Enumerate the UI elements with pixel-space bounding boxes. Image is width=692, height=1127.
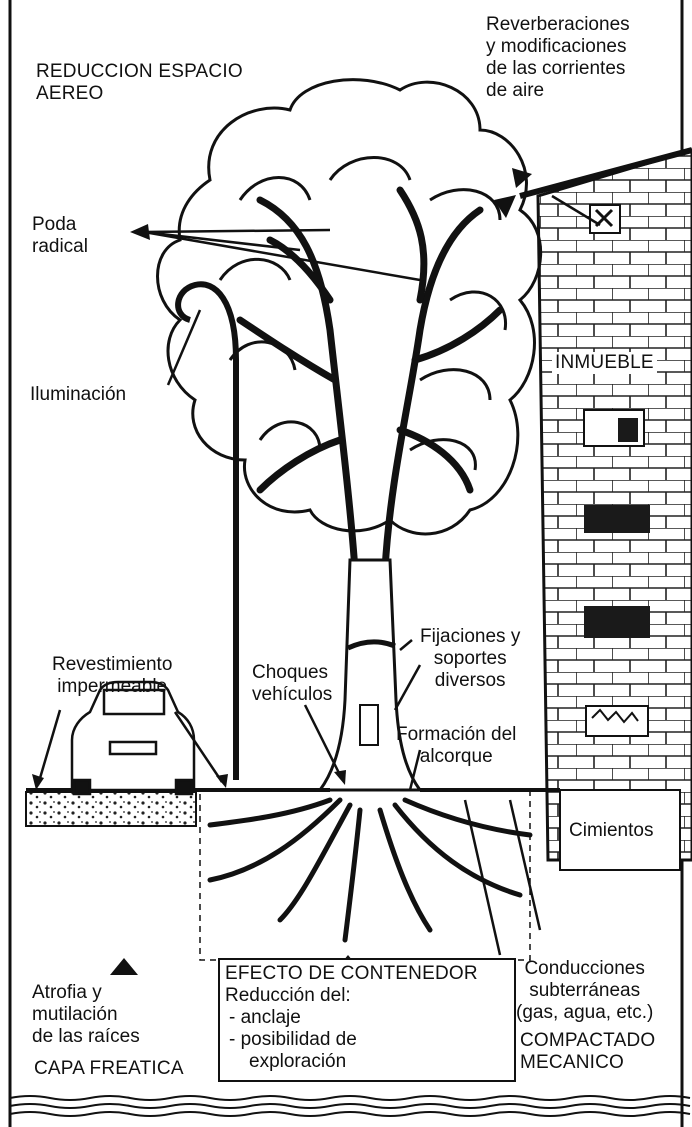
arrowheads xyxy=(32,168,532,975)
label-reverberaciones: Reverberaciones y modificaciones de las … xyxy=(486,14,630,102)
label-line: subterráneas xyxy=(516,980,653,1002)
label-line: INMUEBLE xyxy=(555,352,654,374)
label-line: y modificaciones xyxy=(486,36,630,58)
label-cimientos: Cimientos xyxy=(566,820,656,842)
efecto-item: - anclaje xyxy=(225,1007,509,1029)
label-conducciones-subterraneas: Conducciones subterráneas (gas, agua, et… xyxy=(516,958,653,1024)
label-inmueble: INMUEBLE xyxy=(552,352,657,374)
car xyxy=(72,682,194,794)
label-line: Iluminación xyxy=(30,384,126,406)
pointer-lines xyxy=(38,196,600,955)
label-line: Atrofia y xyxy=(32,982,140,1004)
label-line: COMPACTADO xyxy=(520,1030,655,1052)
label-capa-freatica: CAPA FREATICA xyxy=(34,1058,184,1080)
label-line: REDUCCION ESPACIO xyxy=(36,61,243,83)
label-line: CAPA FREATICA xyxy=(34,1058,184,1080)
label-poda-radical: Poda radical xyxy=(32,214,88,258)
label-line: Formación del xyxy=(396,724,516,746)
tree-crown xyxy=(158,80,541,534)
label-line: Choques xyxy=(252,662,332,684)
label-fijaciones-soportes: Fijaciones y soportes diversos xyxy=(420,626,520,692)
efecto-contenedor-box: EFECTO DE CONTENEDOR Reducción del: - an… xyxy=(218,958,516,1082)
label-line: Fijaciones y xyxy=(420,626,520,648)
efecto-item: - posibilidad de xyxy=(225,1029,509,1051)
label-iluminacion: Iluminación xyxy=(30,384,126,406)
label-line: diversos xyxy=(420,670,520,692)
street-lamp xyxy=(178,284,236,780)
efecto-title: EFECTO DE CONTENEDOR xyxy=(225,963,509,985)
planting-pit xyxy=(200,790,530,960)
label-line: radical xyxy=(32,236,88,258)
label-line: Revestimiento xyxy=(52,654,172,676)
label-line: de las corrientes xyxy=(486,58,630,80)
label-line: Poda xyxy=(32,214,88,236)
label-formacion-alcorque: Formación del alcorque xyxy=(396,724,516,768)
label-line: soportes xyxy=(420,648,520,670)
label-line: (gas, agua, etc.) xyxy=(516,1002,653,1024)
label-line: de aire xyxy=(486,80,630,102)
label-revestimiento-impermeable: Revestimiento impermeable xyxy=(52,654,172,698)
label-line: MECANICO xyxy=(520,1052,655,1074)
label-line: Cimientos xyxy=(569,820,653,842)
label-atrofia-raices: Atrofia y mutilación de las raíces xyxy=(32,982,140,1048)
water-table-lines xyxy=(10,1096,690,1116)
label-compactado-mecanico: COMPACTADO MECANICO xyxy=(520,1030,655,1074)
building xyxy=(520,150,692,870)
label-line: AEREO xyxy=(36,83,243,105)
label-line: mutilación xyxy=(32,1004,140,1026)
label-reduccion-espacio-aereo: REDUCCION ESPACIO AEREO xyxy=(36,61,243,105)
label-line: alcorque xyxy=(396,746,516,768)
label-line: impermeable xyxy=(52,676,172,698)
label-choques-vehiculos: Choques vehículos xyxy=(252,662,332,706)
label-line: Reverberaciones xyxy=(486,14,630,36)
efecto-subtitle: Reducción del: xyxy=(225,985,509,1007)
efecto-item: exploración xyxy=(225,1051,509,1073)
label-line: Conducciones xyxy=(516,958,653,980)
label-line: de las raíces xyxy=(32,1026,140,1048)
label-line: vehículos xyxy=(252,684,332,706)
